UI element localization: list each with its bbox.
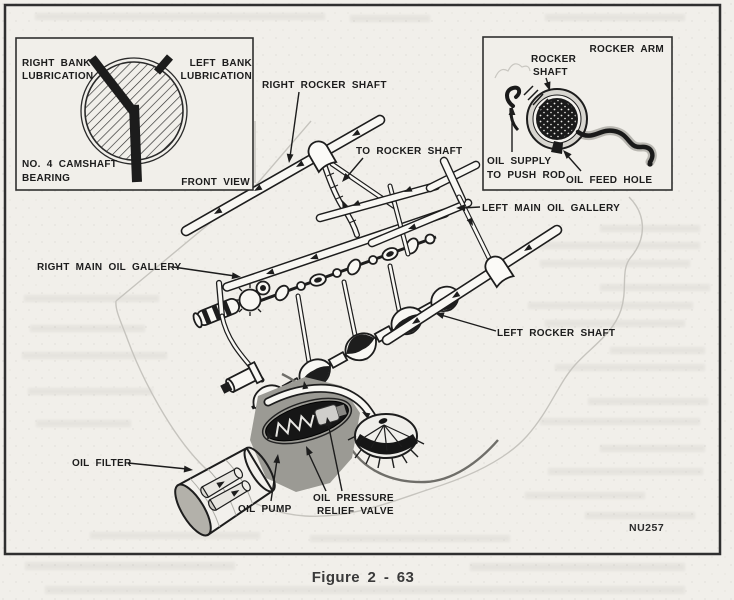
oil-channel-y <box>88 54 174 183</box>
camshaft-drive-gears <box>235 280 271 316</box>
label-rocker-shaft-2: SHAFT <box>533 67 568 78</box>
strainer-ticks <box>347 435 425 469</box>
label-right-bank-lubrication: RIGHT BANK <box>22 58 91 69</box>
label-oil-pump: OIL PUMP <box>238 504 292 515</box>
label-oil-filter: OIL FILTER <box>72 458 132 469</box>
distributor-drive <box>192 298 240 329</box>
left-rocker-shaft-tube <box>381 224 563 346</box>
right-main-oil-gallery-leader <box>172 266 242 281</box>
inset-camshaft-bearing: RIGHT BANK LUBRICATION LEFT BANK LUBRICA… <box>15 37 254 191</box>
label-to-rocker-shaft: TO ROCKER SHAFT <box>356 146 462 157</box>
figure-caption: Figure 2 - 63 <box>312 569 415 586</box>
oil-filter-leader <box>127 462 194 474</box>
rocker-shafts-and-galleries <box>180 114 563 346</box>
rocker-arm-drawing <box>505 85 657 167</box>
label-right-rocker-shaft: RIGHT ROCKER SHAFT <box>262 80 387 91</box>
bleedthrough-ghost-text <box>22 13 710 594</box>
rocker-shaft-leader <box>543 77 554 93</box>
label-left-bank-lubrication-2: LUBRICATION <box>181 71 252 82</box>
crank-snout <box>220 360 265 394</box>
oil-pump-leader <box>270 453 282 502</box>
label-front-view: FRONT VIEW <box>181 177 250 188</box>
rocker-pedestal <box>484 255 516 289</box>
left-main-oil-gallery-tube <box>367 198 473 248</box>
diagram-labels: RIGHT ROCKER SHAFT TO ROCKER SHAFT LEFT … <box>37 80 664 534</box>
to-rocker-shaft-leader <box>339 157 364 185</box>
oil-supply-leader <box>508 106 516 152</box>
right-rocker-shaft-leader <box>285 91 300 164</box>
right-rocker-shaft-tube <box>180 114 386 237</box>
label-oil-supply: OIL SUPPLY <box>487 156 551 167</box>
figure-frame <box>3 3 722 556</box>
filter-element <box>200 467 251 511</box>
engine-silhouette-outline <box>115 120 644 518</box>
oil-pickup-tube <box>263 380 383 440</box>
oil-strainer <box>347 413 425 469</box>
camshaft <box>235 233 437 316</box>
label-left-main-oil-gallery: LEFT MAIN OIL GALLERY <box>482 203 620 214</box>
label-rocker-arm: ROCKER ARM <box>589 44 664 55</box>
oil-system <box>174 372 499 537</box>
oil-passage-tubes <box>215 161 411 383</box>
leader-lines <box>127 91 497 502</box>
oil-filter-part <box>174 446 276 537</box>
label-right-bank-lubrication-2: LUBRICATION <box>22 71 93 82</box>
oil-pressure-relief-valve-leader <box>302 416 343 492</box>
label-oil-pressure-relief-valve-2: RELIEF VALVE <box>317 506 394 517</box>
label-left-bank-lubrication: LEFT BANK <box>190 58 253 69</box>
figure-code: NU257 <box>629 522 664 534</box>
rocker-pedestal <box>307 140 338 174</box>
oil-pressure-relief-valve-part <box>261 397 353 445</box>
oil-feed-hole-part <box>551 141 563 154</box>
label-left-rocker-shaft: LEFT ROCKER SHAFT <box>497 328 615 339</box>
label-rocker-shaft: ROCKER <box>531 54 577 65</box>
label-oil-supply-2: TO PUSH ROD <box>487 170 566 181</box>
left-main-oil-gallery-leader <box>455 204 481 212</box>
oil-feed-hole-leader <box>560 147 582 172</box>
left-rocker-shaft-leader <box>434 309 497 332</box>
push-rod-tip <box>505 85 522 108</box>
label-oil-feed-hole: OIL FEED HOLE <box>566 175 652 186</box>
label-no4-camshaft-bearing-2: BEARING <box>22 173 70 184</box>
label-right-main-oil-gallery: RIGHT MAIN OIL GALLERY <box>37 262 182 273</box>
inset-rocker-arm: ROCKER ARM ROCKER SHAFT OIL SUPPLY TO PU… <box>482 36 673 191</box>
label-no4-camshaft-bearing: NO. 4 CAMSHAFT <box>22 159 117 170</box>
label-oil-pressure-relief-valve: OIL PRESSURE <box>313 493 394 504</box>
